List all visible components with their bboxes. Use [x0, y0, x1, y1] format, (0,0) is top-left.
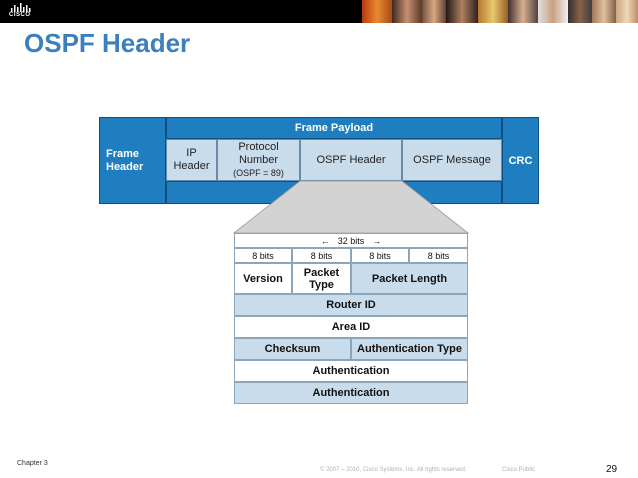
ospf-header-cell: OSPF Header — [300, 139, 402, 181]
authentication-type-field: Authentication Type — [351, 338, 468, 360]
bits-8-cell: 8 bits — [409, 248, 468, 263]
footer-copyright: © 2007 – 2010, Cisco Systems, Inc. All r… — [320, 467, 467, 473]
packet-type-line-2: Type — [309, 278, 334, 291]
packet-type-line-1: Packet — [303, 266, 340, 279]
cisco-logo-text: CISCO — [9, 12, 31, 18]
page-number: 29 — [606, 464, 618, 475]
frame-payload-cell: Frame Payload — [166, 117, 502, 139]
banner-photo — [392, 0, 422, 23]
authentication-field-1: Authentication — [234, 360, 468, 382]
checksum-field: Checksum — [234, 338, 351, 360]
crc-cell: CRC — [502, 117, 539, 204]
version-field: Version — [234, 263, 292, 294]
frame-header-cell: Frame Header — [99, 117, 166, 204]
left-arrow-icon: ← — [320, 235, 330, 246]
banner-photo — [592, 0, 616, 23]
ospf-message-cell: OSPF Message — [402, 139, 502, 181]
frame-header-line-1: Frame — [106, 147, 140, 160]
packet-type-field: Packet Type — [292, 263, 351, 294]
bits-8-cell: 8 bits — [351, 248, 409, 263]
bits-32-label: 32 bits — [337, 235, 365, 246]
area-id-field: Area ID — [234, 316, 468, 338]
frame-header-line-2: Header — [106, 160, 144, 173]
ip-header-line-1: IP — [186, 147, 197, 159]
ip-header-line-2: Header — [173, 160, 210, 172]
banner-photo — [478, 0, 508, 23]
banner-photo — [508, 0, 538, 23]
router-id-field: Router ID — [234, 294, 468, 316]
bits-32-row: ← 32 bits → — [234, 233, 468, 248]
banner-photo — [362, 0, 392, 23]
cisco-logo-icon — [11, 3, 31, 12]
footer-classification: Cisco Public — [502, 467, 536, 473]
page-title: OSPF Header — [24, 28, 191, 58]
right-arrow-icon: → — [372, 235, 382, 246]
banner-photo — [538, 0, 568, 23]
footer-chapter: Chapter 3 — [17, 460, 48, 467]
protocol-number-line-1: Protocol — [238, 140, 279, 153]
banner-photo — [422, 0, 446, 23]
payload-bottom-bar — [166, 181, 502, 204]
banner-photo — [568, 0, 592, 23]
authentication-field-2: Authentication — [234, 382, 468, 404]
protocol-number-sub: (OSPF = 89) — [233, 167, 284, 178]
top-banner: CISCO — [0, 0, 638, 23]
protocol-number-cell: Protocol Number (OSPF = 89) — [217, 139, 300, 181]
packet-length-field: Packet Length — [351, 263, 468, 294]
bits-8-cell: 8 bits — [234, 248, 292, 263]
protocol-number-line-2: Number — [238, 153, 279, 166]
bits-8-cell: 8 bits — [292, 248, 351, 263]
ip-header-cell: IP Header — [166, 139, 217, 181]
banner-photo — [446, 0, 478, 23]
banner-photo — [616, 0, 638, 23]
